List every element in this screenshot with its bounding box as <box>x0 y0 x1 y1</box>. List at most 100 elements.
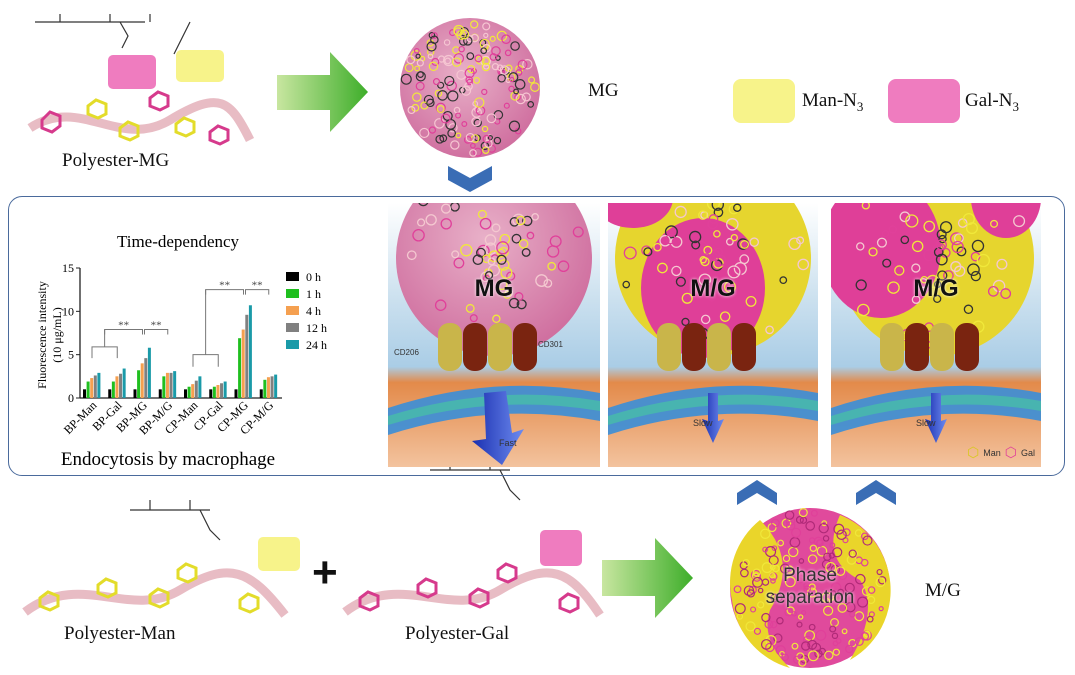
bar-BP-M/G-4h <box>166 373 169 398</box>
man-n3-structure-icon <box>733 79 795 123</box>
bar-BP-Man-1h <box>87 382 90 398</box>
man-n3-label: Man-N3 <box>802 90 863 115</box>
speed-label: Slow <box>693 418 713 428</box>
significance-label: ** <box>219 280 230 292</box>
bar-CP-Man-0h <box>184 389 187 398</box>
group-bracket <box>193 355 218 367</box>
bar-CP-Gal-0h <box>209 389 212 398</box>
bar-BP-Man-0h <box>83 389 86 398</box>
group-bracket <box>92 347 117 358</box>
bar-CP-MG-0h <box>235 389 238 398</box>
legend-swatch <box>286 323 299 332</box>
bar-CP-Man-4h <box>191 384 194 398</box>
legend-swatch <box>286 289 299 298</box>
mg-label: MG <box>588 80 619 102</box>
phase-label-line1: Phase <box>752 565 868 587</box>
bar-BP-Gal-4h <box>115 376 118 398</box>
plus-icon: + <box>312 548 338 598</box>
bar-BP-Gal-12h <box>119 374 122 398</box>
chart-title: Time-dependency <box>117 232 240 251</box>
chevron-up-icon <box>737 480 777 505</box>
chevron-down-icon <box>448 166 492 192</box>
bar-BP-Gal-0h <box>108 389 111 398</box>
bar-CP-Man-24h <box>198 376 201 398</box>
speed-label: Slow <box>916 418 936 428</box>
bar-CP-MG-24h <box>249 305 252 398</box>
m-g-label: M/G <box>925 580 961 602</box>
chevron-up-icon <box>856 480 896 505</box>
significance-label: ** <box>151 320 162 332</box>
bar-BP-M/G-12h <box>170 373 173 398</box>
receptor <box>905 323 929 371</box>
polyester-mg-label: Polyester-MG <box>62 150 169 172</box>
legend-gal-label: Gal <box>1021 448 1035 458</box>
legend-label: 1 h <box>306 287 321 301</box>
receptor <box>463 323 487 371</box>
bar-CP-MG-12h <box>245 315 248 398</box>
panel-title: M/G <box>608 275 818 303</box>
receptor <box>438 323 462 371</box>
mechanism-panel-3: M/G Slow ⬡ Man ⬡ Gal <box>831 203 1041 467</box>
bar-CP-Gal-4h <box>216 385 219 398</box>
y-tick-label: 10 <box>62 304 74 318</box>
mechanism-panel-2: M/G Slow <box>608 203 818 467</box>
panel-title: M/G <box>831 275 1041 303</box>
phase-label-line2: separation <box>752 587 868 609</box>
legend-swatch <box>286 340 299 349</box>
bar-BP-Man-24h <box>97 373 100 398</box>
polyester-mg-structure <box>30 14 250 144</box>
bar-CP-M/G-12h <box>271 376 274 398</box>
polyester-gal-structure <box>345 460 600 615</box>
bar-BP-Man-4h <box>90 378 93 398</box>
legend-swatch <box>286 306 299 315</box>
cd206-label: CD206 <box>394 348 419 357</box>
monomer-legend: ⬡ Man ⬡ Gal <box>967 444 1035 461</box>
phase-separation-label: Phase separation <box>752 565 868 609</box>
receptor <box>732 323 756 371</box>
bar-BP-MG-4h <box>141 363 144 398</box>
bar-CP-Man-12h <box>195 381 198 398</box>
polyester-man-structure <box>25 500 300 615</box>
bar-BP-M/G-1h <box>162 376 165 398</box>
bar-BP-MG-24h <box>148 348 151 398</box>
bar-CP-Gal-1h <box>213 387 216 398</box>
bar-BP-M/G-0h <box>159 389 162 398</box>
legend-label: 4 h <box>306 304 321 318</box>
hexagon-gal-icon: ⬡ <box>1005 444 1017 461</box>
speed-label: Fast <box>499 438 517 448</box>
significance-label: ** <box>252 280 263 292</box>
bar-CP-MG-1h <box>238 338 241 398</box>
bar-CP-MG-4h <box>242 330 245 398</box>
mechanism-panel-1: MGFastCD206CD301 <box>388 203 600 467</box>
polyester-man-label: Polyester-Man <box>64 623 176 645</box>
bar-BP-Gal-24h <box>123 369 126 398</box>
bar-BP-Man-12h <box>94 375 97 398</box>
arrow-right-icon <box>602 538 693 618</box>
bar-BP-MG-1h <box>137 370 140 398</box>
x-axis-label: Endocytosis by macrophage <box>61 449 275 470</box>
bar-CP-M/G-1h <box>263 380 266 398</box>
receptor <box>707 323 731 371</box>
bar-CP-M/G-24h <box>274 375 277 398</box>
polyester-gal-label: Polyester-Gal <box>405 623 509 645</box>
y-tick-label: 0 <box>68 391 74 405</box>
bar-CP-Man-1h <box>188 387 191 398</box>
gal-n3-label: Gal-N3 <box>965 90 1019 115</box>
receptor <box>955 323 979 371</box>
bar-CP-M/G-4h <box>267 377 270 398</box>
legend-label: 24 h <box>306 338 327 352</box>
receptor <box>513 323 537 371</box>
time-dependency-chart: Time-dependency Fluorescence intensity (… <box>0 200 380 475</box>
y-axis-label: Fluorescence intensity <box>35 281 49 389</box>
legend-swatch <box>286 272 299 281</box>
bar-BP-MG-0h <box>134 389 137 398</box>
bar-BP-Gal-1h <box>112 382 115 398</box>
legend-man-label: Man <box>983 448 1001 458</box>
bar-CP-Gal-24h <box>224 382 227 398</box>
arrow-right-icon <box>277 52 368 132</box>
hexagon-man-icon: ⬡ <box>967 444 979 461</box>
receptor <box>657 323 681 371</box>
receptor <box>488 323 512 371</box>
significance-label: ** <box>118 320 129 332</box>
receptor <box>930 323 954 371</box>
